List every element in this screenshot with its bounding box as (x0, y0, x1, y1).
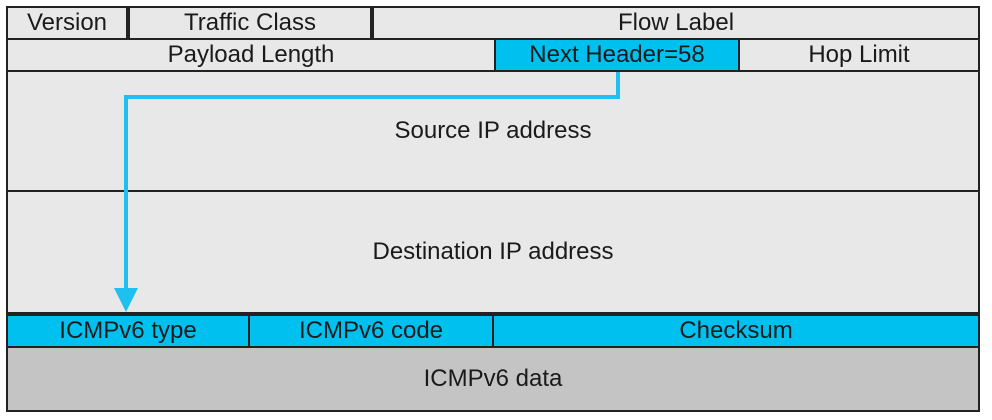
flow-label-field: Flow Label (372, 6, 980, 40)
next-header-field: Next Header=58 (494, 38, 740, 72)
icmpv6-code-field: ICMPv6 code (248, 314, 494, 348)
traffic-class-field: Traffic Class (128, 6, 372, 40)
payload-length-field: Payload Length (6, 38, 496, 72)
destination-ip-field: Destination IP address (6, 190, 980, 314)
source-ip-field: Source IP address (6, 70, 980, 192)
icmpv6-data-field: ICMPv6 data (6, 346, 980, 412)
version-field: Version (6, 6, 128, 40)
hop-limit-field: Hop Limit (738, 38, 980, 72)
icmpv6-type-field: ICMPv6 type (6, 314, 250, 348)
checksum-field: Checksum (492, 314, 980, 348)
